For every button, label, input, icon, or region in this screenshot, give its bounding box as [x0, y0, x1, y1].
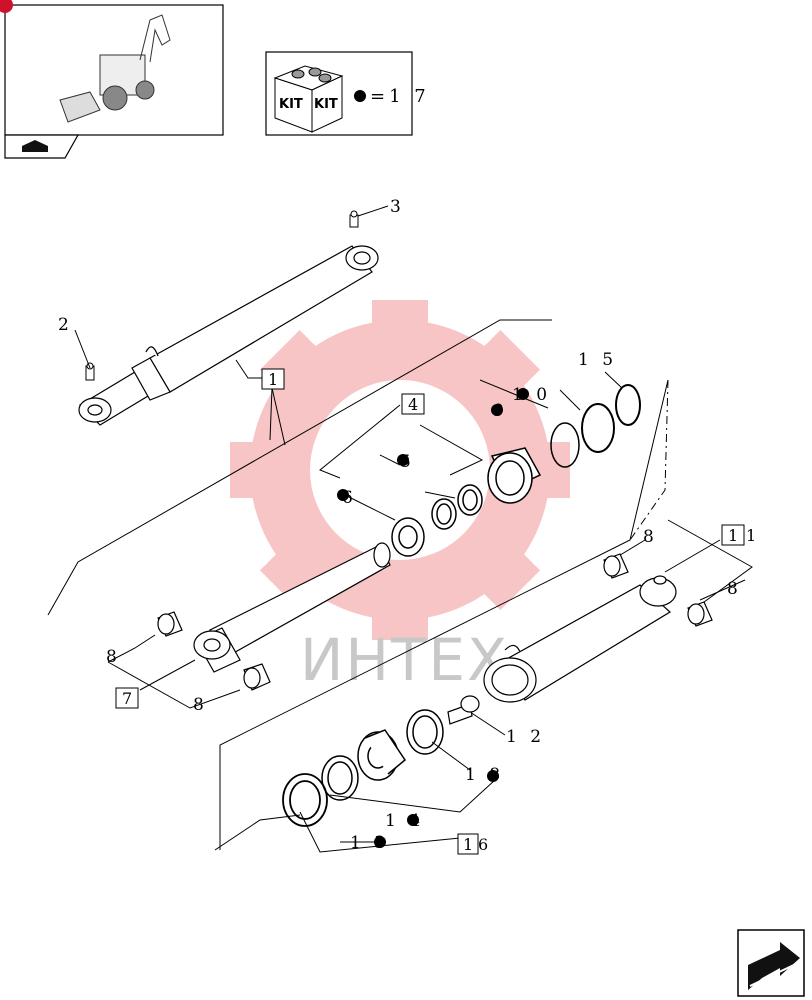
- callout-2: 2: [58, 315, 73, 335]
- red-marker-icon: [0, 0, 13, 13]
- boxed-callout-11-label: 1: [728, 526, 738, 545]
- seal-ring-15[interactable]: [615, 384, 641, 426]
- callout-8-right-top: 8: [643, 527, 658, 547]
- callout-12: 1 2: [506, 727, 545, 747]
- piston-16[interactable]: [357, 729, 407, 781]
- seal-ring-14[interactable]: [321, 755, 359, 801]
- seal-ring-13[interactable]: [282, 773, 328, 827]
- seal-ring-10b[interactable]: [550, 422, 580, 468]
- boxed-callout-16-label: 1: [463, 835, 473, 854]
- bushing-8-right-bottom[interactable]: [687, 601, 713, 627]
- kit-box-icon: [273, 65, 344, 133]
- seal-ring-10a[interactable]: [581, 403, 615, 453]
- boxed-callout-7[interactable]: 7: [115, 687, 139, 709]
- boxed-callout-1-label: 1: [268, 370, 278, 389]
- kit-dashed-outline: [219, 379, 669, 850]
- callout-8-right-bottom: 8: [727, 579, 742, 599]
- boxed-callout-4[interactable]: 4: [401, 393, 425, 415]
- callout-6: 6: [342, 488, 357, 508]
- bolt-12[interactable]: [447, 695, 480, 725]
- kit-label-left: KIT: [279, 97, 303, 112]
- thumbnail-panel[interactable]: [0, 0, 224, 159]
- callout-10: 1 0: [512, 385, 551, 405]
- bushing-8-left-bottom[interactable]: [243, 663, 271, 691]
- callout-9: 9: [493, 401, 508, 421]
- wiper-seal[interactable]: [391, 517, 425, 557]
- piston-ring-18[interactable]: [406, 709, 444, 755]
- boxed-callout-4-label: 4: [408, 395, 418, 414]
- callout-14: 1 4: [385, 811, 424, 831]
- callout-18: 1 8: [465, 765, 504, 785]
- bushing-8-right-top[interactable]: [603, 553, 629, 579]
- grease-nipple-2-icon: [85, 362, 95, 381]
- grease-nipple-3-icon: [349, 210, 359, 228]
- upper-cylinder-assembly[interactable]: [78, 245, 379, 426]
- kit-label-right: KIT: [314, 97, 338, 112]
- kit-legend: KIT KIT =1 7: [265, 51, 430, 136]
- kit-bullet-icon: [354, 90, 366, 102]
- kit-dots: [337, 388, 529, 848]
- kit-quantity: =1 7: [370, 86, 430, 107]
- callout-13: 1 3: [350, 833, 389, 853]
- callout-8-left-bottom: 8: [193, 695, 208, 715]
- callout-5: 5: [400, 452, 415, 472]
- boxed-callout-16-suffix: 6: [478, 835, 488, 854]
- seal-ring-5[interactable]: [457, 484, 483, 516]
- cylinder-barrel[interactable]: [483, 575, 677, 703]
- boxed-callout-7-label: 7: [122, 689, 132, 708]
- boxed-callout-16[interactable]: 1 6: [457, 833, 488, 855]
- bushing-8-left-top[interactable]: [157, 611, 183, 637]
- boxed-callout-11-suffix: 1: [746, 526, 756, 545]
- boxed-callout-11[interactable]: 1 1: [721, 524, 756, 546]
- hand-pointer-icon: [22, 140, 48, 152]
- callout-15: 1 5: [578, 350, 617, 370]
- seal-ring-6[interactable]: [431, 498, 457, 530]
- gland-4[interactable]: [487, 447, 542, 504]
- callout-3: 3: [390, 197, 405, 217]
- watermark-text: ИНТЕХ: [300, 626, 509, 694]
- next-page-arrow-icon[interactable]: [737, 929, 805, 997]
- callout-8-left-top: 8: [106, 647, 121, 667]
- boxed-callout-1[interactable]: 1: [261, 368, 285, 390]
- piston-rod-assembly[interactable]: [193, 542, 391, 673]
- backhoe-loader-thumbnail: [59, 14, 171, 123]
